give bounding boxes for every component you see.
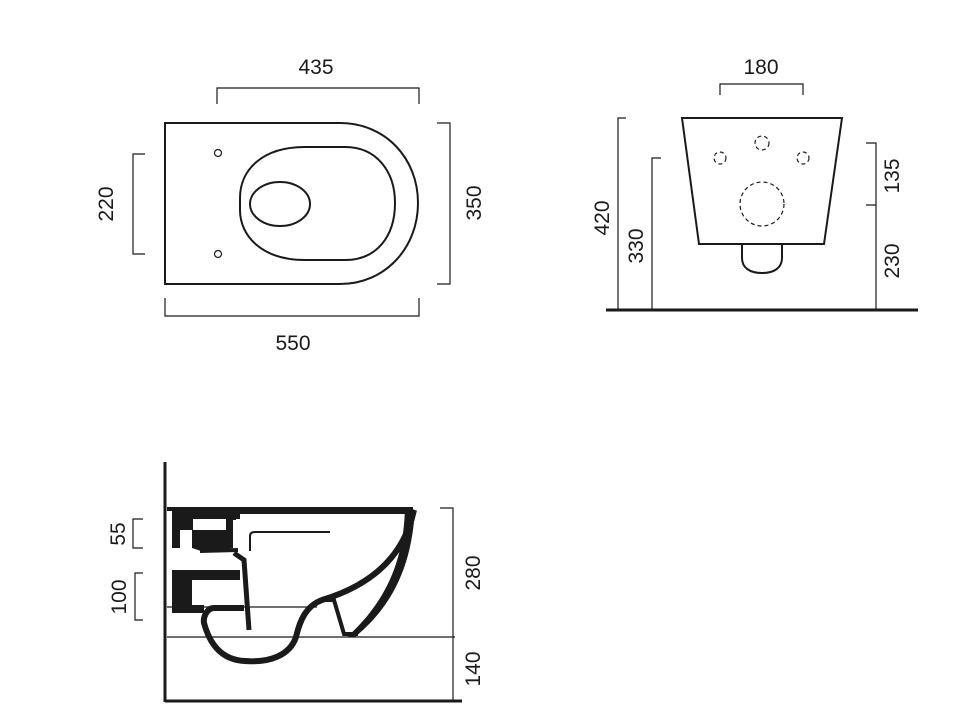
- dim-label-330: 330: [625, 228, 648, 263]
- side-front-shell: [347, 507, 415, 637]
- fixing-hole-bottom: [213, 249, 223, 259]
- dim-label-180: 180: [743, 56, 778, 79]
- top-view: 435 550 220 350: [95, 56, 486, 355]
- dim-label-140: 140: [462, 651, 485, 686]
- side-trap-leg: [232, 550, 252, 631]
- dim-line-350: [437, 122, 451, 285]
- fixing-hole-top: [213, 148, 223, 158]
- dim-line-420: [617, 117, 626, 309]
- top-view-outline: [164, 122, 420, 285]
- dim-label-230: 230: [881, 243, 904, 278]
- side-trap-top: [199, 548, 239, 553]
- dim-label-100: 100: [108, 579, 131, 614]
- hole-right: [796, 151, 810, 165]
- dim-line-435: [216, 87, 420, 104]
- top-view-rim: [239, 146, 397, 261]
- side-flush-channel: [249, 531, 330, 551]
- dim-label-280: 280: [462, 555, 485, 590]
- front-view-outlet: [741, 245, 783, 275]
- dim-label-55: 55: [107, 522, 130, 545]
- dim-line-220: [132, 153, 145, 255]
- hole-top: [754, 135, 770, 151]
- hole-left: [713, 151, 727, 165]
- drain-opening: [739, 181, 785, 227]
- dim-label-350: 350: [463, 185, 486, 220]
- dim-line-135: [866, 142, 877, 206]
- front-view: 180 420 330 135 230: [591, 56, 918, 312]
- dim-label-435: 435: [298, 56, 333, 79]
- side-outlet-block: [172, 570, 240, 613]
- side-inlet-plate: [193, 519, 226, 530]
- dim-line-180: [719, 83, 804, 95]
- dim-label-420: 420: [591, 200, 614, 235]
- side-rim: [167, 507, 413, 519]
- dim-label-135: 135: [881, 158, 904, 193]
- dim-label-550: 550: [275, 332, 310, 355]
- side-view: 55 100 280 140: [107, 462, 485, 703]
- dim-line-100: [134, 572, 143, 621]
- front-view-body: [680, 117, 844, 245]
- dim-line-330: [651, 157, 661, 309]
- dim-line-55: [132, 518, 143, 549]
- dim-label-220: 220: [95, 186, 118, 221]
- top-view-bowl: [249, 181, 311, 227]
- side-front-foot: [322, 598, 358, 636]
- dim-line-550: [164, 298, 420, 317]
- side-bowl-profile: [200, 509, 417, 665]
- dim-line-280: [440, 507, 454, 637]
- side-inlet-block: [172, 511, 236, 552]
